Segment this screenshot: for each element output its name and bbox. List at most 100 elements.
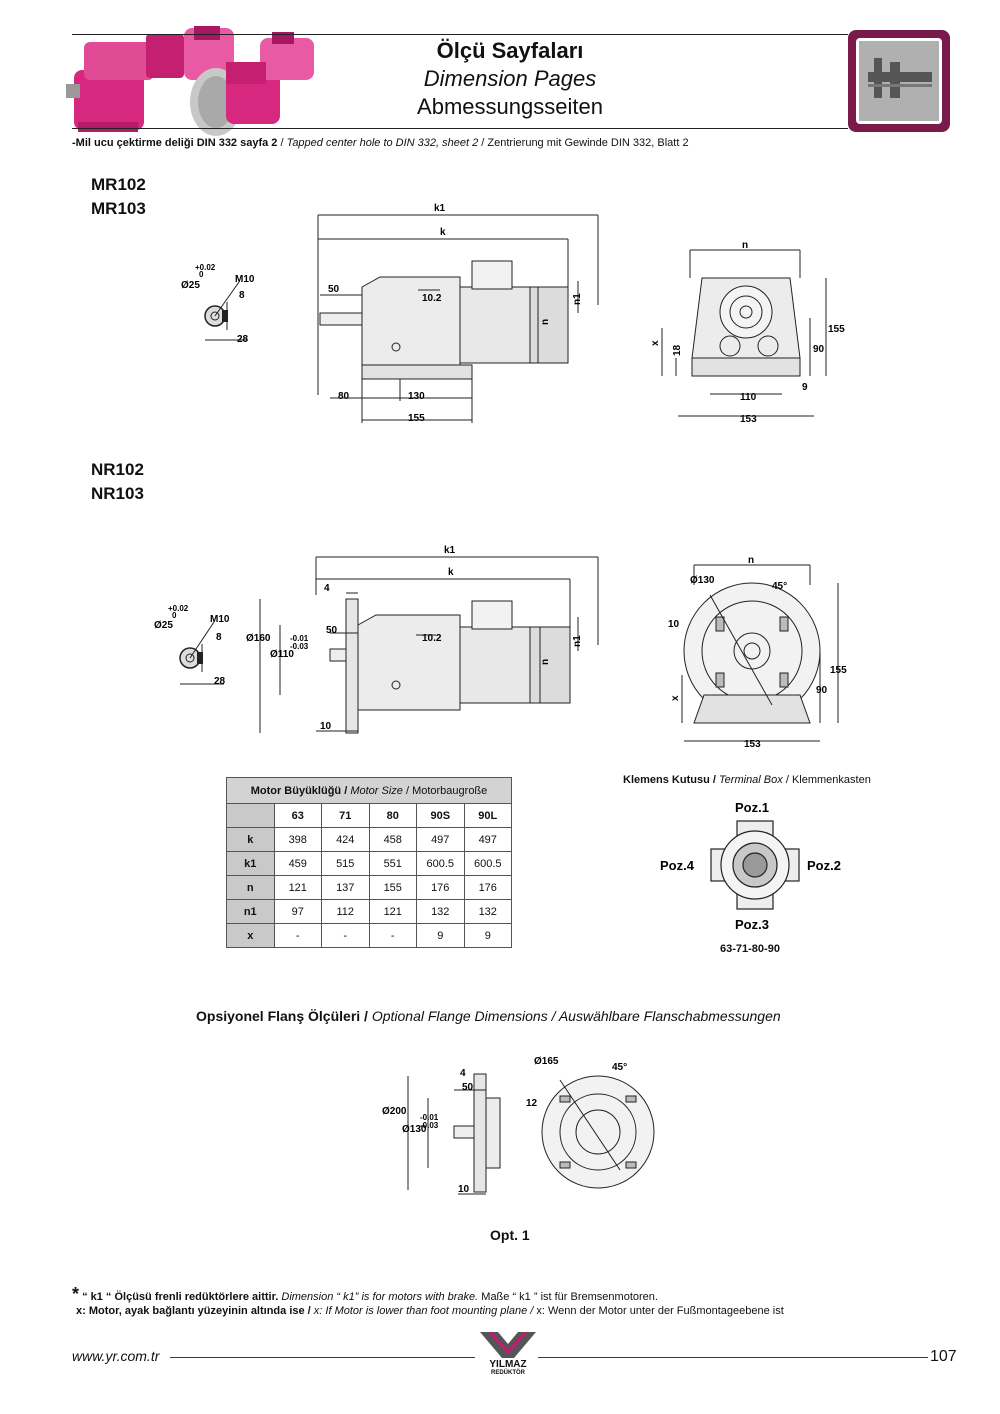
footnote-x-tr: x: Motor, ayak bağlantı yüzeyinin altınd… (76, 1305, 311, 1317)
table-caption: Motor Büyüklüğü / Motor Size / Motorbaug… (226, 777, 512, 804)
page-title-en: Dimension Pages (423, 66, 597, 91)
row-header: k1 (226, 851, 275, 876)
dim-thread: M10 (210, 614, 230, 625)
dim-k: k (440, 227, 446, 238)
table-corner (226, 803, 275, 828)
drawing-mr-front: k1 k 50 10.2 n1 n 80 130 155 (317, 203, 599, 424)
dim-side-90: 90 (813, 344, 825, 355)
table-cell: 600.5 (416, 851, 465, 876)
table-cell: 132 (463, 899, 512, 924)
flange-tol-up: -0.01 (420, 1113, 439, 1122)
page-title: Ölçü Sayfaları (436, 38, 584, 63)
dim-k1: k1 (434, 203, 446, 214)
col-header: 71 (321, 803, 370, 828)
footer-url[interactable]: www.yr.com.tr (72, 1348, 160, 1364)
center-hole-note-de: Zentrierung mit Gewinde DIN 332, Blatt 2 (487, 137, 689, 149)
table-cell: 497 (463, 827, 512, 852)
dim-28: 28 (237, 334, 249, 345)
center-hole-note: -Mil ucu çektirme deliği DIN 332 sayfa 2… (72, 137, 689, 149)
table-cell: 600.5 (463, 851, 512, 876)
dim-8: 8 (216, 632, 222, 643)
shaft-end-detail-mr: Ø25 +0.02 0 M10 8 28 (181, 263, 255, 345)
dim-k: k (448, 567, 454, 578)
header-top-rule (72, 34, 848, 35)
footnote-x-de: x: Wenn der Motor unter der Fußmontageeb… (536, 1305, 784, 1317)
table-row: n 121 137 155 176 176 (226, 875, 512, 900)
dim-10-2: 10.2 (422, 293, 442, 304)
flange-title-rest: Optional Flange Dimensions / Auswählbare… (371, 1008, 781, 1024)
table-cell: 459 (273, 851, 322, 876)
motor-size-table: Motor Büyüklüğü / Motor Size / Motorbaug… (226, 777, 512, 948)
terminal-box-caption-tr: Klemens Kutusu / (623, 774, 716, 786)
dim-x: x (650, 340, 661, 346)
dim-n: n (540, 319, 551, 325)
dim-tol-up: +0.02 (195, 263, 216, 272)
drawing-nr-side: n Ø130 45° 10 155 90 153 x (668, 555, 847, 750)
caliper-icon (848, 30, 950, 132)
dim-x: x (670, 695, 681, 701)
table-cell: - (321, 923, 370, 948)
dim-shaft-d: Ø25 (181, 280, 200, 291)
table-row: k1 459 515 551 600.5 600.5 (226, 851, 512, 876)
yilmaz-logo-icon (480, 1332, 536, 1358)
dim-thread: M10 (235, 274, 255, 285)
dim-n1: n1 (572, 293, 583, 305)
table-cell: 121 (368, 899, 417, 924)
terminal-pos-1: Poz.1 (735, 800, 769, 815)
dim-80: 80 (338, 391, 350, 402)
table-cell: 9 (463, 923, 512, 948)
dim-side-90: 90 (816, 685, 828, 696)
dim-shaft-d: Ø25 (154, 620, 173, 631)
row-header: n (226, 875, 275, 900)
table-cell: 9 (416, 923, 465, 948)
footnote-x: x: Motor, ayak bağlantı yüzeyinin altınd… (76, 1305, 784, 1317)
table-cell: 97 (273, 899, 322, 924)
dim-tol2-up: -0.01 (290, 634, 309, 643)
terminal-box-caption-de: / Klemmenkasten (785, 774, 871, 786)
dim-k1: k1 (444, 545, 456, 556)
flange-front-drawing: 4 50 Ø200 -0.01 -0.03 Ø130 10 (382, 1068, 501, 1195)
model-nr103: NR103 (91, 484, 144, 503)
dim-side-n: n (748, 555, 754, 566)
table-row: n1 97 112 121 132 132 (226, 899, 512, 924)
dim-tol-lo: 0 (199, 270, 204, 279)
dim-18: 18 (672, 344, 683, 356)
table-cell: 176 (416, 875, 465, 900)
dim-130: 130 (408, 391, 425, 402)
table-cell: 458 (368, 827, 417, 852)
dim-n: n (540, 659, 551, 665)
terminal-pos-3: Poz.3 (735, 917, 769, 932)
dim-8: 8 (239, 290, 245, 301)
drawing-mr-side: n 155 90 9 110 153 x 18 (650, 240, 845, 425)
footer-rule-right (538, 1357, 928, 1358)
table-cell: 398 (273, 827, 322, 852)
table-caption-tr: Motor Büyüklüğü / (250, 784, 348, 797)
center-hole-note-tr: -Mil ucu çektirme deliği DIN 332 sayfa 2 (72, 137, 278, 149)
row-header: n1 (226, 899, 275, 924)
dim-side-153: 153 (740, 414, 757, 425)
dim-side-10: 10 (668, 619, 680, 630)
dim-tol2-lo: -0.03 (290, 642, 309, 651)
dim-side-155: 155 (828, 324, 845, 335)
model-label-nr: NR102 NR103 (91, 458, 144, 506)
dim-50: 50 (328, 284, 340, 295)
model-nr102: NR102 (91, 460, 144, 479)
table-cell: 121 (273, 875, 322, 900)
table-cell: 137 (321, 875, 370, 900)
dim-d160: Ø160 (246, 633, 271, 644)
dim-side-110: 110 (740, 392, 757, 403)
terminal-pos-4: Poz.4 (660, 858, 695, 873)
footnote-k1-en: Dimension “ k1” is for motors with brake… (281, 1291, 479, 1303)
dim-side-n: n (742, 240, 748, 251)
terminal-box-sizes: 63-71-80-90 (720, 943, 780, 955)
dim-side-45: 45° (772, 581, 787, 592)
flange-dim-d130: Ø130 (402, 1124, 427, 1135)
table-cell: 155 (368, 875, 417, 900)
dim-50: 50 (326, 625, 338, 636)
table-cell: - (273, 923, 322, 948)
footnote-k1-de: Maße “ k1 ” ist für Bremsenmotoren. (481, 1291, 658, 1303)
dim-4: 4 (324, 583, 330, 594)
flange-dim-d200: Ø200 (382, 1106, 407, 1117)
flange-section-title: Opsiyonel Flanş Ölçüleri / Optional Flan… (196, 1008, 781, 1024)
table-row: x - - - 9 9 (226, 923, 512, 948)
